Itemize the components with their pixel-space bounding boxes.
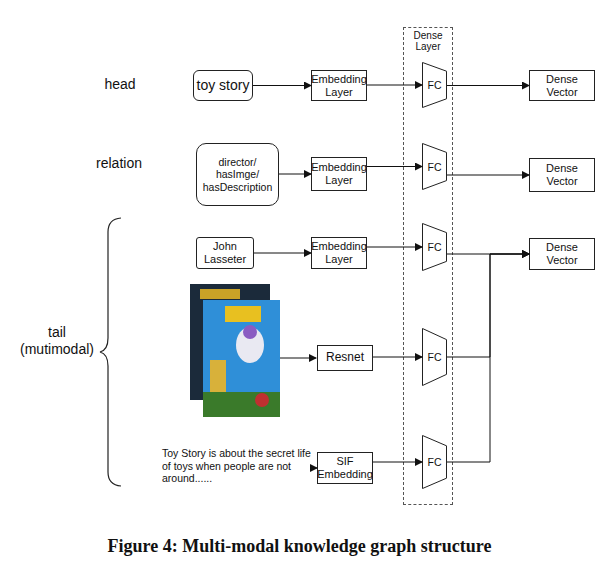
flow-arrow (254, 253, 311, 254)
vector-box: Dense Vector (529, 158, 595, 192)
flow-arrow (447, 254, 529, 357)
node-text: FC (428, 79, 442, 91)
poster-front (203, 300, 280, 417)
embedding-box: Embedding Layer (311, 237, 367, 269)
node-text: Dense Vector (530, 241, 594, 266)
flow-arrow (253, 85, 311, 86)
entity-box: toy story (193, 70, 253, 101)
vector-box: Dense Vector (529, 238, 595, 270)
fc-shape (423, 144, 447, 190)
fc-trapezoid: FC (422, 328, 447, 386)
row-label: tail (mutimodal) (16, 324, 98, 358)
flow-arrow (367, 247, 422, 248)
poster-ground (203, 392, 280, 417)
node-text: FC (428, 351, 442, 363)
node-text: Resnet (326, 351, 364, 365)
flow-arrow (367, 166, 422, 167)
poster-logo (225, 306, 261, 322)
fc-trapezoid: FC (422, 143, 447, 190)
flow-arrow (367, 85, 422, 86)
fc-shape (423, 436, 447, 489)
poster-toy (255, 393, 269, 407)
node-text: Embedding Layer (311, 240, 367, 265)
node-text: FC (428, 161, 442, 173)
flow-arrow (312, 468, 317, 469)
flow-arrow (447, 254, 529, 255)
node-text: Dense Vector (530, 162, 594, 187)
embedding-box: SIF Embedding (317, 452, 373, 484)
fc-shape (423, 329, 447, 386)
image-arrow (280, 358, 316, 359)
figure-caption: Figure 4: Multi-modal knowledge graph st… (0, 536, 599, 557)
tail-brace (100, 218, 121, 486)
node-text: John Lasseter (197, 240, 253, 265)
dense-layer-group: Dense LayerFC FC FC FC FC (403, 27, 453, 505)
poster-back-title (200, 289, 240, 299)
group-title: Dense Layer (404, 30, 452, 52)
node-text: SIF Embedding (317, 455, 373, 480)
description-text: Toy Story is about the secret life of to… (162, 441, 312, 491)
node-text: FC (428, 456, 442, 468)
flow-arrow (279, 174, 311, 175)
node-text: toy story (197, 77, 250, 93)
embedding-box: Embedding Layer (311, 70, 367, 101)
vector-box: Dense Vector (529, 70, 595, 101)
node-text: Dense Vector (530, 73, 594, 98)
fc-shape (423, 63, 447, 108)
flow-arrow (447, 175, 529, 176)
node-text: Embedding Layer (311, 73, 367, 98)
poster-figure-head (243, 325, 257, 339)
flow-arrow (373, 462, 422, 463)
node-text: director/ hasImge/ hasDescription (197, 156, 278, 192)
row-label: relation (86, 155, 152, 172)
flow-arrow (373, 357, 422, 358)
node-text: Embedding Layer (311, 161, 367, 186)
embedding-box: Embedding Layer (311, 157, 367, 191)
row-label: head (98, 76, 142, 93)
flow-arrow (447, 85, 529, 86)
entity-box: John Lasseter (196, 237, 254, 269)
flow-arrow (447, 254, 529, 462)
node-text: Toy Story is about the secret life of to… (162, 447, 312, 485)
fc-trapezoid: FC (422, 62, 447, 108)
relation-box: director/ hasImge/ hasDescription (196, 143, 279, 206)
fc-shape (423, 224, 447, 271)
fc-trapezoid: FC (422, 223, 447, 271)
fc-trapezoid: FC (422, 435, 447, 489)
node-text: FC (428, 241, 442, 253)
resnet-box: Resnet (317, 345, 373, 371)
